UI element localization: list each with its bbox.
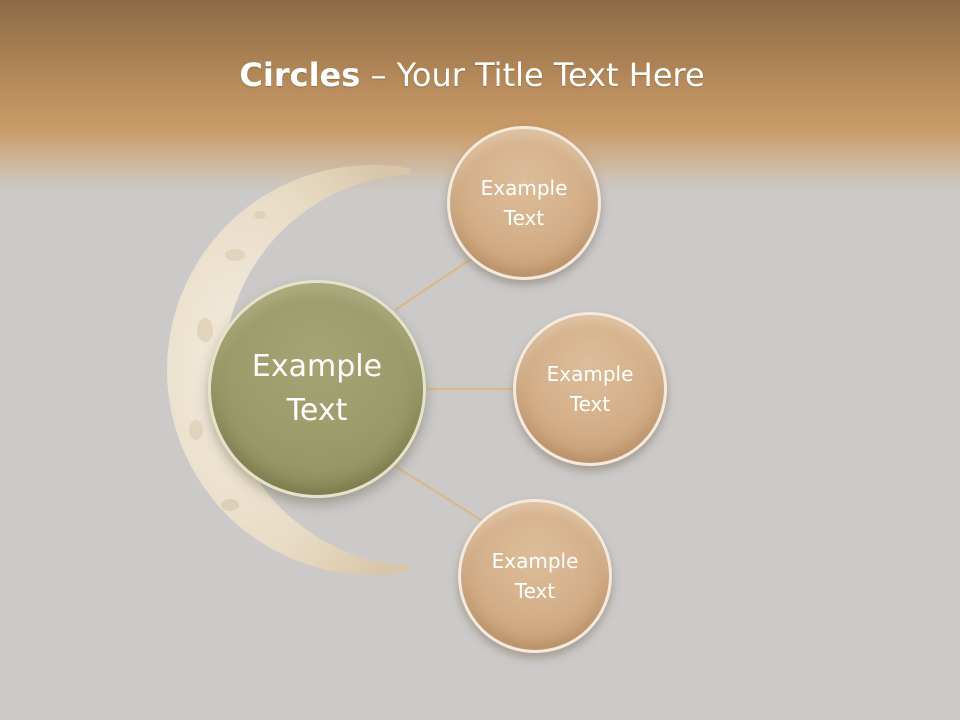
connector-line: [394, 255, 475, 312]
title-bold: Circles: [239, 56, 361, 94]
satellite-circle-label: Example Text: [546, 362, 634, 416]
title-rest: – Your Title Text Here: [360, 56, 705, 94]
center-circle[interactable]: Example Text: [208, 280, 426, 498]
connector-line: [394, 464, 482, 522]
satellite-circle-middle[interactable]: Example Text: [513, 312, 667, 466]
satellite-circle-label: Example Text: [480, 176, 568, 230]
satellite-circle-label: Example Text: [491, 549, 579, 603]
slide-title[interactable]: Circles – Your Title Text Here: [0, 52, 944, 98]
satellite-circle-bottom[interactable]: Example Text: [458, 499, 612, 653]
center-circle-label: Example Text: [251, 349, 383, 428]
satellite-circle-top[interactable]: Example Text: [447, 126, 601, 280]
